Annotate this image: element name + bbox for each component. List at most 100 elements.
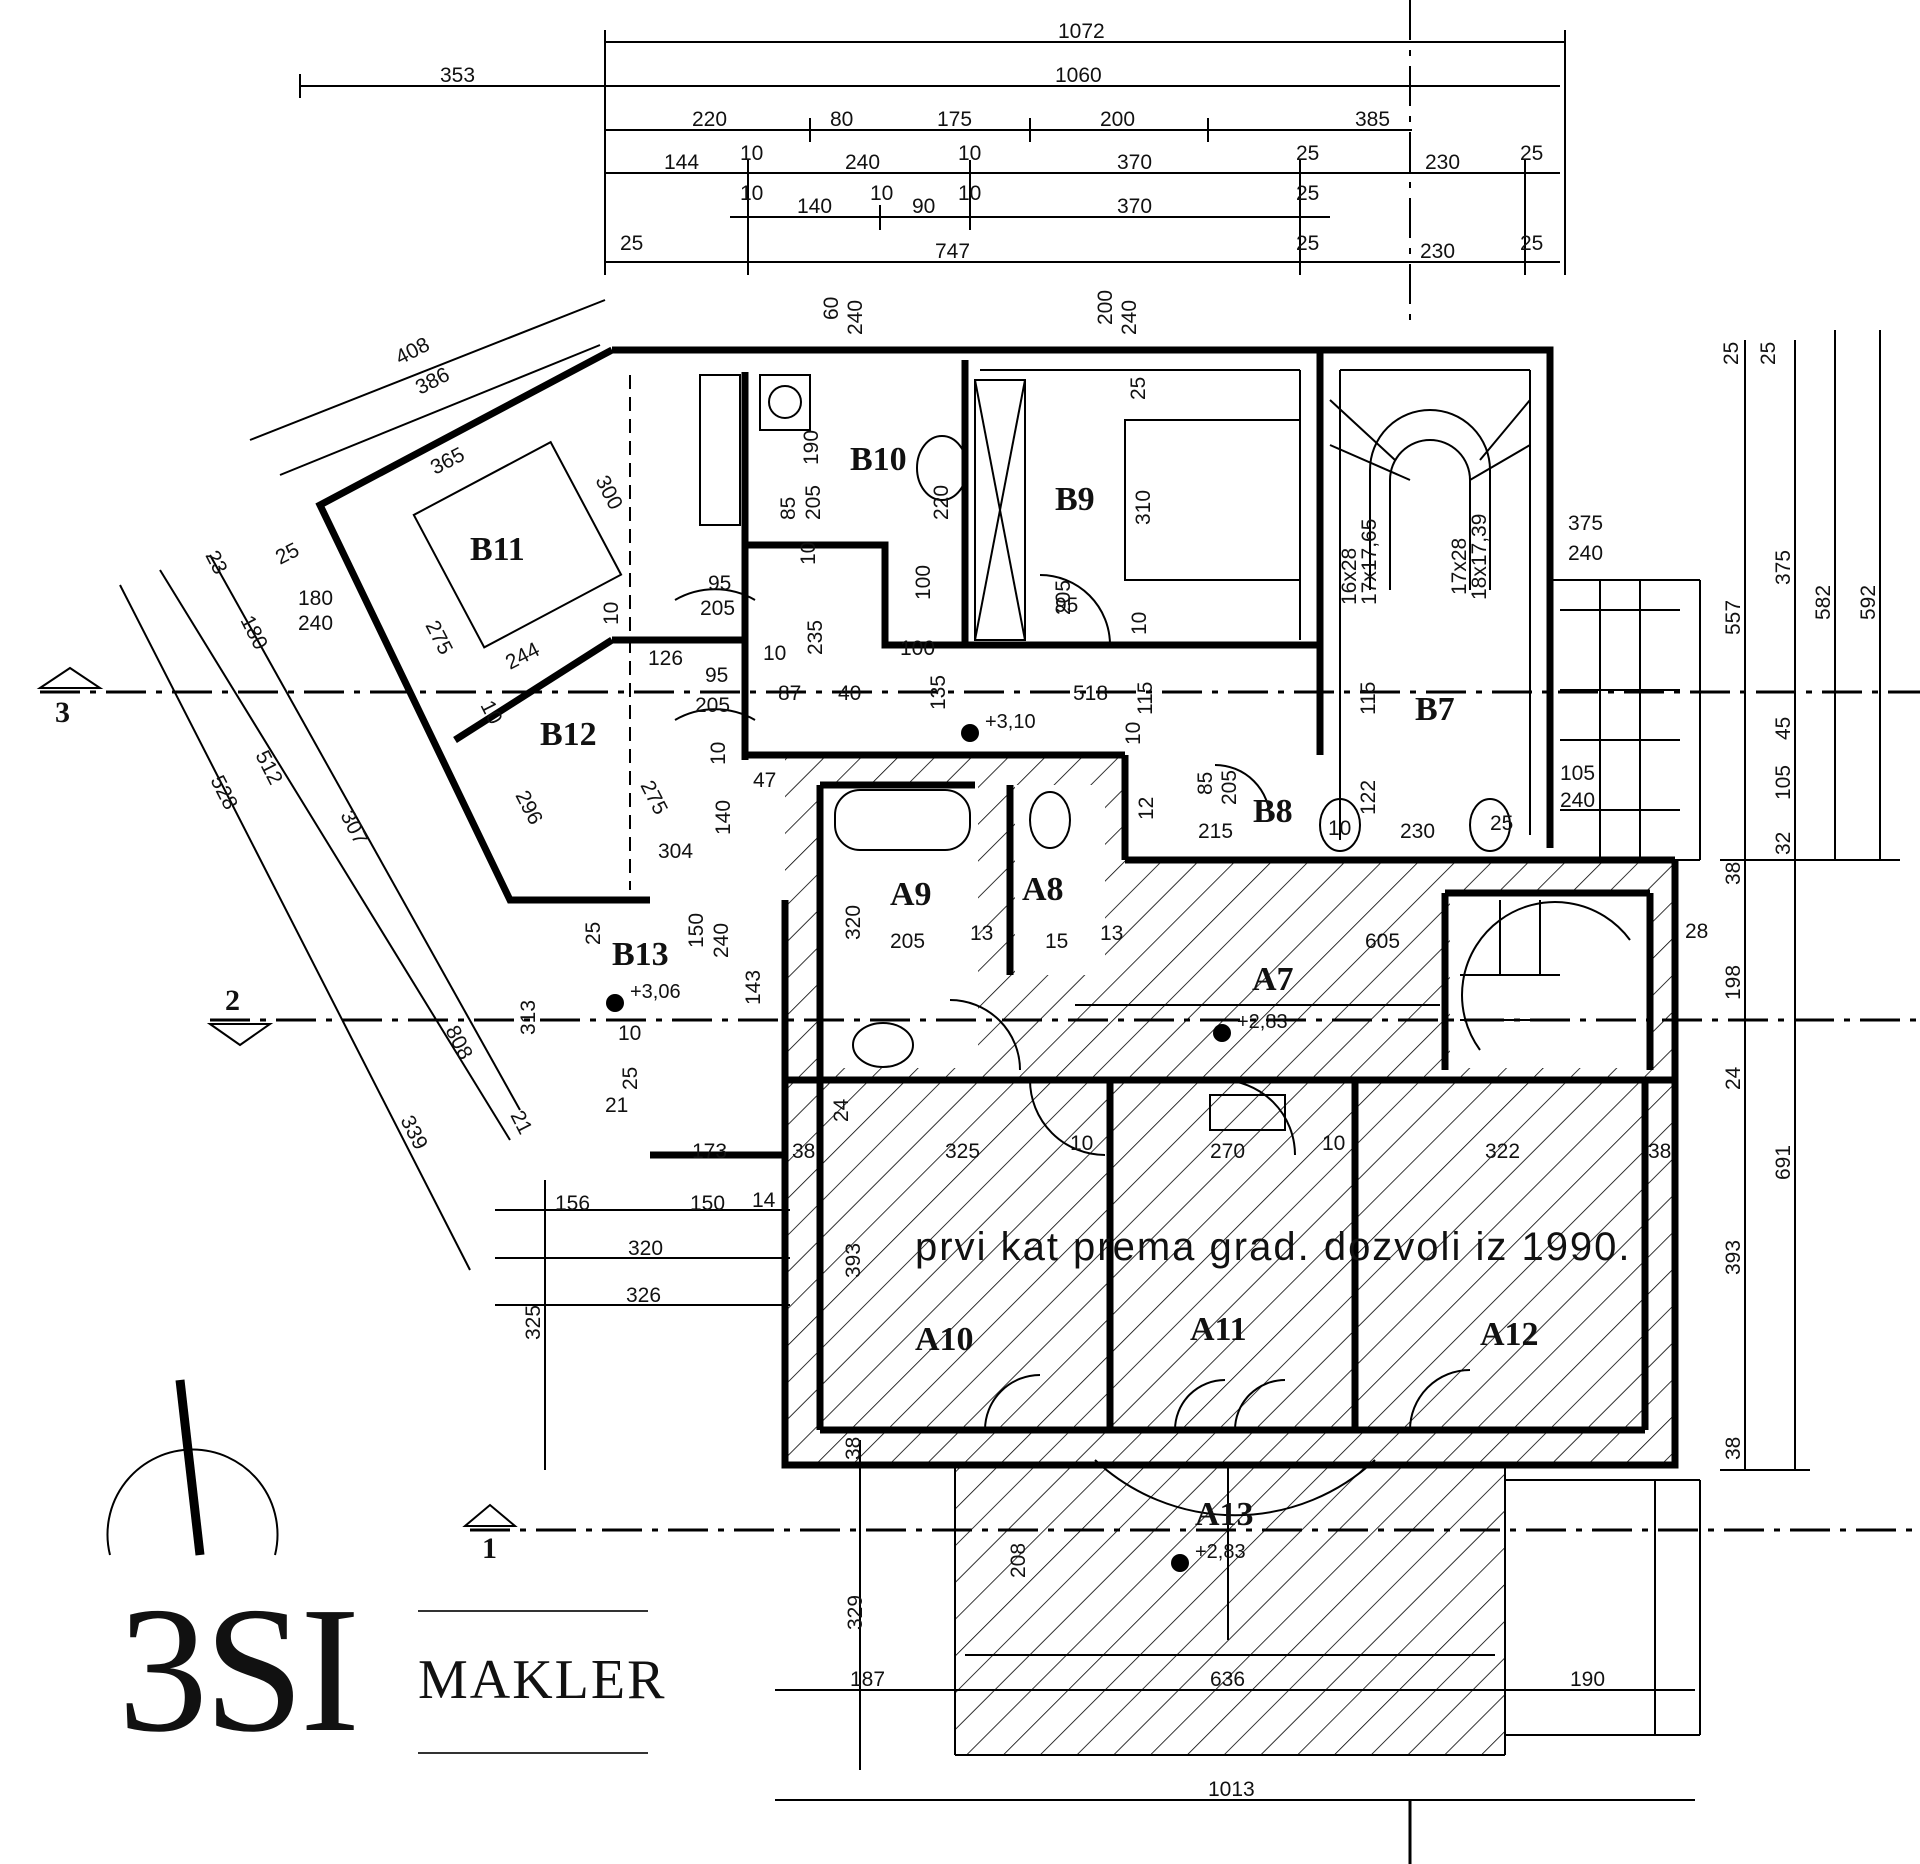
dim-label: 592: [1857, 585, 1880, 620]
dim-label: 47: [753, 769, 776, 792]
dim-label: 105: [1772, 765, 1795, 800]
dim-label: 339: [396, 1112, 432, 1154]
dim-label: 38: [1648, 1140, 1671, 1163]
logo-mark: 3SI: [118, 1570, 360, 1769]
north-arrow: [106, 1379, 279, 1556]
dim-label: 636: [1210, 1668, 1245, 1691]
top-dimension-lines: [299, 0, 1566, 320]
room-label-b9: B9: [1055, 481, 1095, 518]
dim-label: 10: [1128, 612, 1151, 635]
room-label-a12: A12: [1480, 1316, 1539, 1353]
dim-label: 135: [927, 675, 950, 710]
dim-label: 240: [1560, 789, 1595, 812]
dim-label: 38: [1722, 1437, 1745, 1460]
dim-label: 85: [777, 497, 800, 520]
logo-wordmark: MAKLER: [418, 1649, 667, 1711]
dim-label: 385: [1355, 108, 1390, 131]
dim-label: 25: [1127, 377, 1150, 400]
room-label-b7: B7: [1415, 691, 1455, 728]
dim-label: 198: [1722, 965, 1745, 1000]
dim-label: 40: [838, 682, 861, 705]
dim-label: 10: [958, 142, 981, 165]
dim-label: 24: [830, 1098, 853, 1122]
dim-label: 205: [1218, 770, 1241, 805]
room-label-a10: A10: [915, 1321, 974, 1358]
dim-label: 353: [440, 64, 475, 87]
dim-label: 240: [298, 612, 333, 635]
dim-label: 208: [1007, 1543, 1030, 1578]
dim-label: 25: [1520, 232, 1543, 255]
dim-label: 25: [1296, 142, 1319, 165]
room-label-a11: A11: [1190, 1311, 1247, 1348]
dim-label: 150: [690, 1192, 725, 1215]
dim-label: 100: [912, 565, 935, 600]
dim-label: 205: [802, 485, 825, 520]
dim-label: 115: [1134, 682, 1157, 715]
dim-label: 747: [935, 240, 970, 263]
inner-dimension-labels: 60 240 200 240 25 190 85 205 10 220 310 …: [421, 290, 1709, 1801]
room-label-a7: A7: [1252, 961, 1294, 998]
room-label-a8: A8: [1022, 871, 1064, 908]
dim-label: 90: [912, 195, 935, 218]
top-dimension-labels: 1072 353 1060 220 80 175 200 385 144 10 …: [440, 20, 1543, 263]
dim-label: 25: [619, 1067, 642, 1090]
dim-label: 10: [707, 742, 730, 765]
logo-rule-bottom: [418, 1752, 648, 1754]
dim-label: 25: [1720, 342, 1743, 365]
dim-label: 300: [591, 472, 627, 514]
dim-label: 240: [710, 923, 733, 958]
level-markers: +3,10 +3,06 +2,83 +2,83: [606, 711, 1288, 1572]
bottom-dimension-lines: [495, 1180, 1695, 1801]
dim-label: 17x28: [1448, 538, 1471, 595]
dim-label: 13: [970, 922, 993, 945]
axis-1-label: 1: [482, 1532, 497, 1565]
dim-label: 313: [517, 1000, 540, 1035]
dim-label: 375: [1772, 550, 1795, 585]
dim-label: 25: [582, 922, 605, 945]
dim-label: 10: [1328, 817, 1351, 840]
logo-rule-top: [418, 1610, 648, 1612]
dim-label: 80: [830, 108, 853, 131]
dim-label: 140: [797, 195, 832, 218]
dim-label: 60: [820, 297, 843, 320]
dim-label: 143: [742, 970, 765, 1005]
dim-label: 10: [1322, 1132, 1345, 1155]
dim-label: 325: [522, 1305, 545, 1340]
dim-label: 10: [1070, 1132, 1093, 1155]
dim-label: 144: [664, 151, 699, 174]
dim-label: 200: [1094, 290, 1117, 325]
dim-label: 25: [1490, 812, 1513, 835]
dim-label: 10: [600, 602, 623, 625]
dim-label: 320: [628, 1237, 663, 1260]
dim-label: 21: [506, 1107, 537, 1138]
room-labels: B10 B9 B11 B12 B7 B8 B13 A9 A8 A7 A10 A1…: [470, 441, 1539, 1533]
dim-label: 150: [685, 913, 708, 948]
dim-label: 122: [1357, 780, 1380, 815]
dim-label: 126: [648, 647, 683, 670]
dim-label: 140: [712, 800, 735, 835]
dim-label: 23: [201, 547, 232, 578]
dim-label: 220: [692, 108, 727, 131]
dim-label: 13: [1100, 922, 1123, 945]
permit-note: prvi kat prema grad. dozvoli iz 1990.: [915, 1225, 1632, 1269]
dim-label: 205: [1052, 580, 1075, 615]
dim-label: 230: [1420, 240, 1455, 263]
level-marker-upper-a: +3,10: [985, 711, 1036, 733]
dim-label: 322: [1485, 1140, 1520, 1163]
dim-label: 95: [705, 664, 728, 687]
room-label-b12: B12: [540, 716, 597, 753]
dim-label: 582: [1812, 585, 1835, 620]
dim-label: 10: [618, 1022, 641, 1045]
fixtures: [412, 374, 1511, 1131]
door-swings: [674, 574, 1471, 1431]
dim-label: 240: [844, 300, 867, 335]
dim-label: 87: [778, 682, 801, 705]
dim-label: 557: [1722, 600, 1745, 635]
dim-label: 408: [392, 333, 434, 369]
dim-label: 512: [251, 747, 287, 789]
dim-label: 205: [695, 694, 730, 717]
dim-label: 10: [740, 142, 763, 165]
dim-label: 28: [1685, 920, 1708, 943]
room-label-b11: B11: [470, 531, 525, 568]
dim-label: 10: [763, 642, 786, 665]
